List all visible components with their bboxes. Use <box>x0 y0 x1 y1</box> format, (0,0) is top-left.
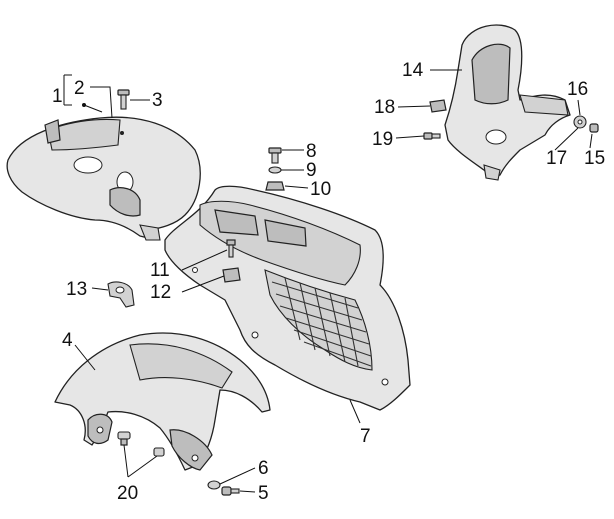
callout-2-label: 2 <box>74 78 85 99</box>
rear-inner-mudguard-part <box>6 116 201 241</box>
screw-5-part <box>221 486 240 496</box>
screw-3-part <box>117 89 130 110</box>
washer-6-part <box>207 480 221 490</box>
callout-5-label: 5 <box>258 483 269 504</box>
callout-1-label: 1 <box>52 86 63 107</box>
bracket-13-part <box>107 281 135 308</box>
callout-labels: 1 2 3 4 5 6 7 8 9 10 11 12 13 14 15 16 1… <box>52 60 605 504</box>
callout-12-label: 12 <box>150 282 171 303</box>
callout-17-label: 17 <box>546 148 567 169</box>
screw-11-part <box>226 239 236 258</box>
leg-shield-part <box>164 185 411 411</box>
callout-6-label: 6 <box>258 458 269 479</box>
callout-19-label: 19 <box>372 129 393 150</box>
leader-lines <box>63 69 593 493</box>
callout-4-label: 4 <box>62 330 73 351</box>
screw-8-part <box>268 147 282 164</box>
callout-15-label: 15 <box>584 148 605 169</box>
callout-18-label: 18 <box>374 97 395 118</box>
callout-7-label: 7 <box>360 426 371 447</box>
nut-10-part <box>265 181 285 191</box>
screw-19-part <box>423 132 441 140</box>
callout-10-label: 10 <box>310 179 331 200</box>
callout-13-label: 13 <box>66 279 87 300</box>
callout-14-label: 14 <box>402 60 424 81</box>
washer-16-part <box>573 115 587 129</box>
callout-8-label: 8 <box>306 141 317 162</box>
clip-18-part <box>429 99 447 113</box>
washer-9-part <box>268 166 282 174</box>
screw-20b-part <box>153 447 165 457</box>
front-mudguard-part <box>54 332 271 471</box>
callout-20-label: 20 <box>117 483 138 504</box>
callout-3-label: 3 <box>152 90 163 111</box>
callout-9-label: 9 <box>306 160 317 181</box>
screw-20a-part <box>117 431 131 446</box>
rear-mudguard-bracket-part <box>444 24 571 181</box>
screw-15-part <box>589 123 599 133</box>
callout-16-label: 16 <box>567 79 588 100</box>
clip-12-part <box>222 267 241 283</box>
callout-11-label: 11 <box>150 260 170 281</box>
